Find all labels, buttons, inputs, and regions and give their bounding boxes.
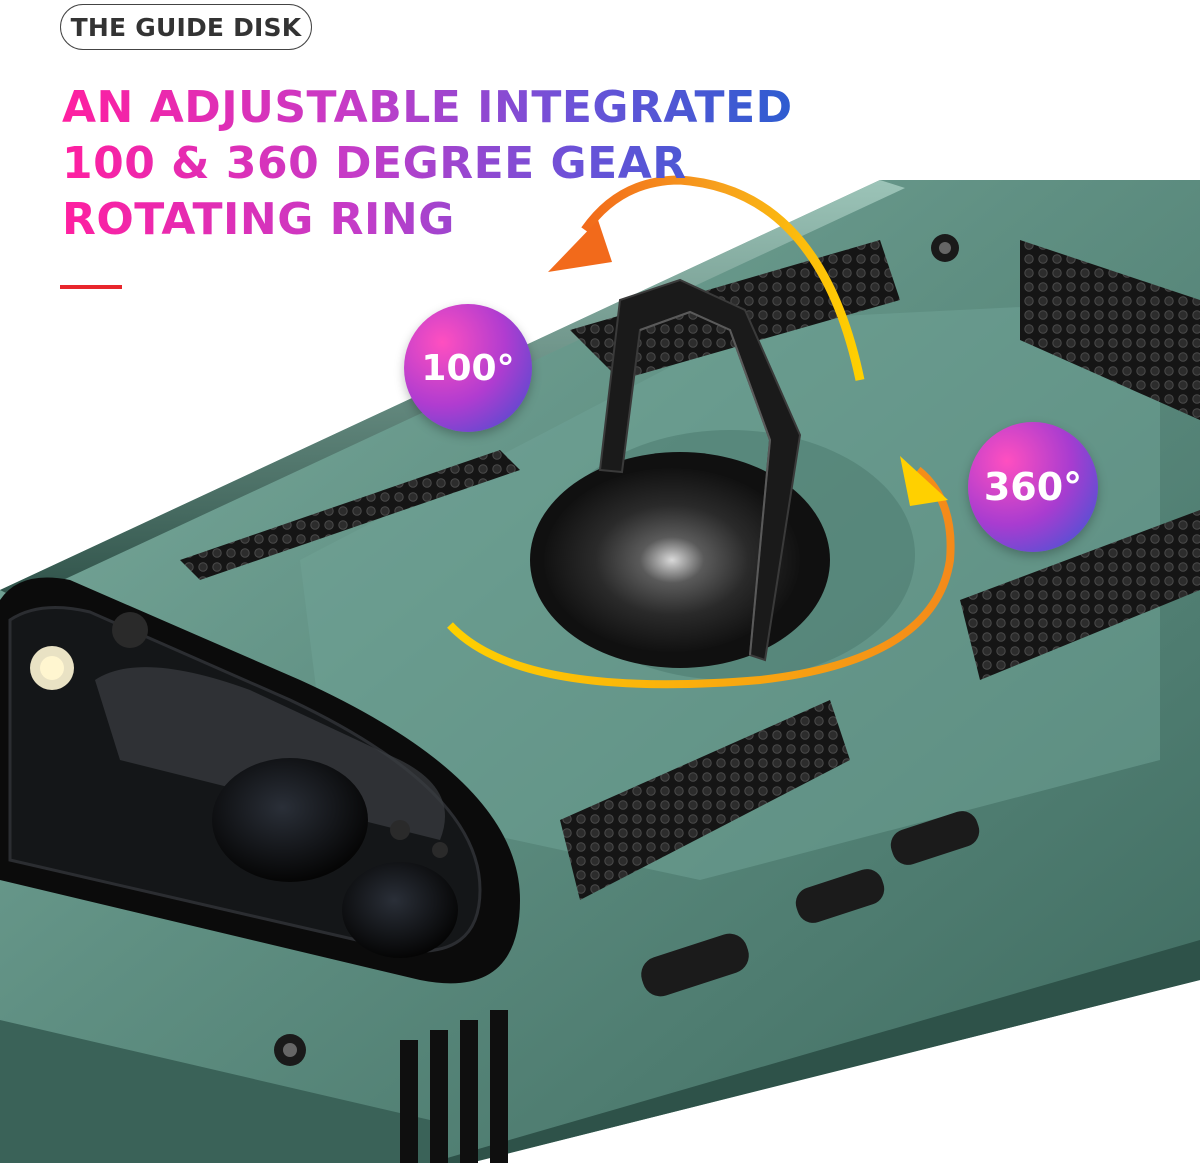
headline-line-1: AN ADJUSTABLE INTEGRATED xyxy=(62,82,793,133)
badge-100-degree: 100° xyxy=(404,304,532,432)
badge-360-degree: 360° xyxy=(968,422,1098,552)
headline-line-2: 100 & 360 DEGREE GEAR xyxy=(62,138,687,189)
accent-divider xyxy=(60,285,122,289)
orbit-arrow-icon xyxy=(447,466,955,689)
headline: AN ADJUSTABLE INTEGRATED 100 & 360 DEGRE… xyxy=(62,80,802,248)
camera-module xyxy=(0,577,520,984)
grip-strip-lower xyxy=(560,700,850,900)
ring-holder xyxy=(530,278,915,680)
grip-strip-right-top xyxy=(1020,240,1200,420)
grip-strip-upper-left xyxy=(180,450,520,580)
grip-strip-right xyxy=(960,510,1200,680)
brand-label: THE GUIDE DISK xyxy=(60,4,312,50)
headline-line-3: ROTATING RING xyxy=(62,194,455,245)
rotation-arrow-icon xyxy=(581,175,865,381)
